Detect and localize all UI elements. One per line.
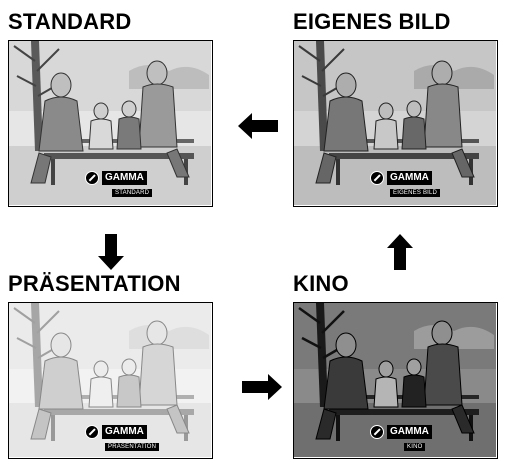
gamma-label-eigenes-bild: GAMMA	[387, 171, 432, 185]
gamma-badge-praesentation: GAMMA	[85, 425, 147, 439]
scene-illustration-standard	[9, 41, 211, 205]
gamma-icon	[370, 171, 384, 185]
gamma-badge-kino: GAMMA	[370, 425, 432, 439]
gamma-label-standard: GAMMA	[102, 171, 147, 185]
gamma-icon	[85, 171, 99, 185]
gamma-icon	[85, 425, 99, 439]
panel-title-kino: KINO	[293, 271, 349, 296]
arrow-left-icon	[238, 113, 278, 139]
gamma-icon	[370, 425, 384, 439]
gamma-badge-eigenes-bild: GAMMA	[370, 171, 432, 185]
image-frame-kino: GAMMA KINO	[293, 302, 498, 459]
mode-label-eigenes-bild: EIGENES BILD	[390, 189, 441, 197]
scene-illustration-eigenes-bild	[294, 41, 496, 205]
panel-title-praesentation: PRÄSENTATION	[8, 271, 181, 296]
mode-label-standard: STANDARD	[112, 189, 153, 197]
gamma-badge-standard: GAMMA	[85, 171, 147, 185]
image-frame-eigenes-bild: GAMMA EIGENES BILD	[293, 40, 498, 207]
image-frame-praesentation: GAMMA PRÄSENTATION	[8, 302, 213, 459]
image-frame-standard: GAMMA STANDARD	[8, 40, 213, 207]
arrow-up-icon	[387, 234, 413, 270]
arrow-down-icon	[98, 234, 124, 270]
scene-illustration-kino	[294, 303, 496, 457]
mode-label-praesentation: PRÄSENTATION	[105, 443, 160, 451]
mode-label-kino: KINO	[404, 443, 426, 451]
panel-title-standard: STANDARD	[8, 9, 132, 34]
panel-title-eigenes-bild: EIGENES BILD	[293, 9, 451, 34]
arrow-right-icon	[242, 374, 282, 400]
gamma-label-praesentation: GAMMA	[102, 425, 147, 439]
gamma-label-kino: GAMMA	[387, 425, 432, 439]
